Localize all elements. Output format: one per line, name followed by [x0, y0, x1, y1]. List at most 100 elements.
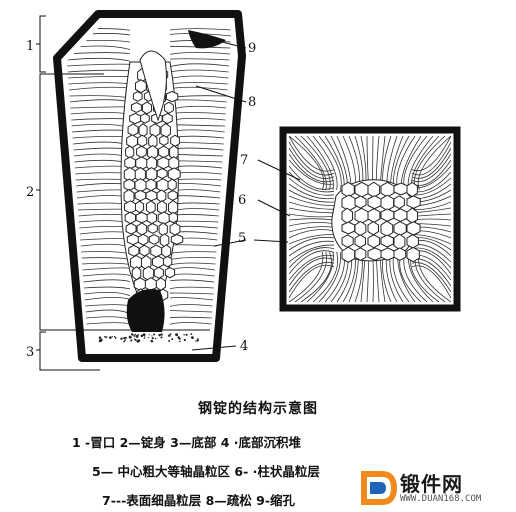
equiaxed-cell: [134, 200, 145, 214]
equiaxed-cell: [134, 189, 147, 202]
columnar-grain-stroke: [86, 322, 131, 325]
sediment-dot: [99, 338, 103, 342]
cross-equiaxed-cell: [406, 234, 419, 249]
sediment-dot: [114, 336, 117, 339]
equiaxed-cell: [123, 188, 135, 205]
equiaxed-cell: [158, 222, 168, 237]
equiaxed-cell: [167, 199, 179, 216]
cross-equiaxed-cell: [380, 181, 395, 198]
columnar-grain-stroke: [83, 286, 131, 290]
equiaxed-cell: [147, 144, 159, 161]
cross-grain-stroke: [289, 141, 335, 176]
shrinkage-cavity: [188, 30, 226, 49]
columnar-grain-stroke: [84, 292, 131, 297]
bottom-dark-core: [126, 289, 165, 332]
watermark: 锻件网 WWW.DUAN168.COM: [358, 466, 516, 512]
cross-equiaxed-cell: [367, 195, 382, 210]
equiaxed-cell: [125, 145, 135, 159]
cross-equiaxed-cell: [393, 208, 408, 222]
equiaxed-cell: [129, 112, 142, 125]
cross-equiaxed-cell: [393, 220, 407, 236]
cross-grain-stroke: [289, 159, 335, 185]
ingot-section: [53, 10, 246, 362]
equiaxed-cell: [168, 156, 180, 171]
cross-equiaxed-cell: [406, 221, 421, 236]
cross-grain-stroke: [289, 147, 335, 179]
sediment-dot: [130, 333, 134, 336]
cross-grain-stroke: [289, 247, 335, 269]
equiaxed-cell: [125, 222, 137, 235]
sediment-dot: [128, 335, 132, 339]
sediment-dot: [148, 334, 150, 336]
sediment-dot: [168, 339, 171, 342]
sediment-dot: [109, 336, 112, 339]
cross-equiaxed-cell: [367, 181, 381, 198]
cross-equiaxed-cell: [354, 207, 369, 224]
cross-grain-stroke: [411, 153, 451, 182]
equiaxed-cell: [127, 123, 139, 137]
equiaxed-cell: [142, 265, 155, 282]
cross-equiaxed-cell: [341, 246, 356, 263]
sediment-dot: [123, 340, 125, 343]
columnar-grain-stroke: [169, 52, 230, 55]
cross-section: [279, 126, 461, 312]
callout-8: 8: [248, 95, 256, 110]
sediment-dot: [183, 334, 185, 336]
cross-grain-stroke: [289, 222, 335, 227]
bottom-sediment-pile: [98, 333, 199, 343]
equiaxed-cell: [137, 233, 149, 246]
sediment-dot: [168, 334, 171, 337]
sediment-dot: [98, 336, 102, 339]
sediment-dot: [130, 339, 133, 342]
cross-grain-stroke: [289, 244, 335, 263]
cross-section-equiaxed-cells: [341, 181, 421, 263]
sediment-dot: [148, 337, 150, 339]
sediment-dot: [134, 338, 137, 341]
sediment-dot: [142, 333, 146, 337]
equiaxed-cell: [157, 156, 170, 170]
equiaxed-cell: [167, 178, 177, 192]
cross-grain-stroke: [306, 136, 334, 191]
equiaxed-cell: [157, 211, 171, 225]
cross-grain-stroke: [289, 261, 335, 293]
cross-equiaxed-cell: [393, 247, 407, 261]
sediment-dot: [195, 340, 197, 342]
cross-grain-stroke: [294, 136, 327, 191]
cross-grain-stroke: [289, 177, 335, 196]
equiaxed-cell: [161, 244, 172, 259]
equiaxed-cell: [156, 178, 170, 193]
cross-equiaxed-cell: [341, 221, 356, 235]
cross-grain-stroke: [289, 183, 335, 200]
cross-grain-stroke: [289, 136, 325, 191]
cross-grain-stroke: [289, 254, 335, 281]
columnar-grain-stroke: [169, 279, 215, 283]
sediment-dot: [160, 336, 163, 339]
cross-grain-stroke: [289, 165, 335, 190]
sediment-dot: [175, 333, 179, 337]
equiaxed-cell: [131, 266, 142, 281]
sediment-dot: [104, 335, 107, 338]
sediment-dot: [124, 339, 126, 342]
columnar-grain-stroke: [169, 58, 230, 61]
legend-line-1: 1 -冒口 2—锭身 3—底部 4 ·底部沉积堆: [72, 435, 301, 450]
sediment-dot: [133, 338, 136, 340]
columnar-grain-stroke: [169, 322, 212, 325]
sediment-dot: [197, 338, 199, 340]
cross-grain-stroke: [289, 257, 335, 287]
equiaxed-cell: [135, 211, 148, 224]
sediment-dot: [191, 336, 194, 339]
cross-equiaxed-cell: [341, 181, 355, 198]
cross-equiaxed-cell: [393, 195, 405, 210]
sediment-dot: [190, 333, 193, 336]
callout-2: 2: [26, 185, 34, 200]
equiaxed-cell: [136, 222, 148, 236]
cross-equiaxed-cell: [367, 221, 379, 236]
equiaxed-cell: [134, 166, 146, 183]
sediment-dot: [143, 337, 145, 340]
equiaxed-cell: [170, 234, 184, 245]
equiaxed-cell: [160, 122, 171, 139]
columnar-grain-stroke: [169, 262, 216, 266]
cross-grain-stroke: [289, 213, 335, 218]
cross-grain-stroke: [289, 237, 335, 251]
sediment-dot: [114, 335, 116, 338]
